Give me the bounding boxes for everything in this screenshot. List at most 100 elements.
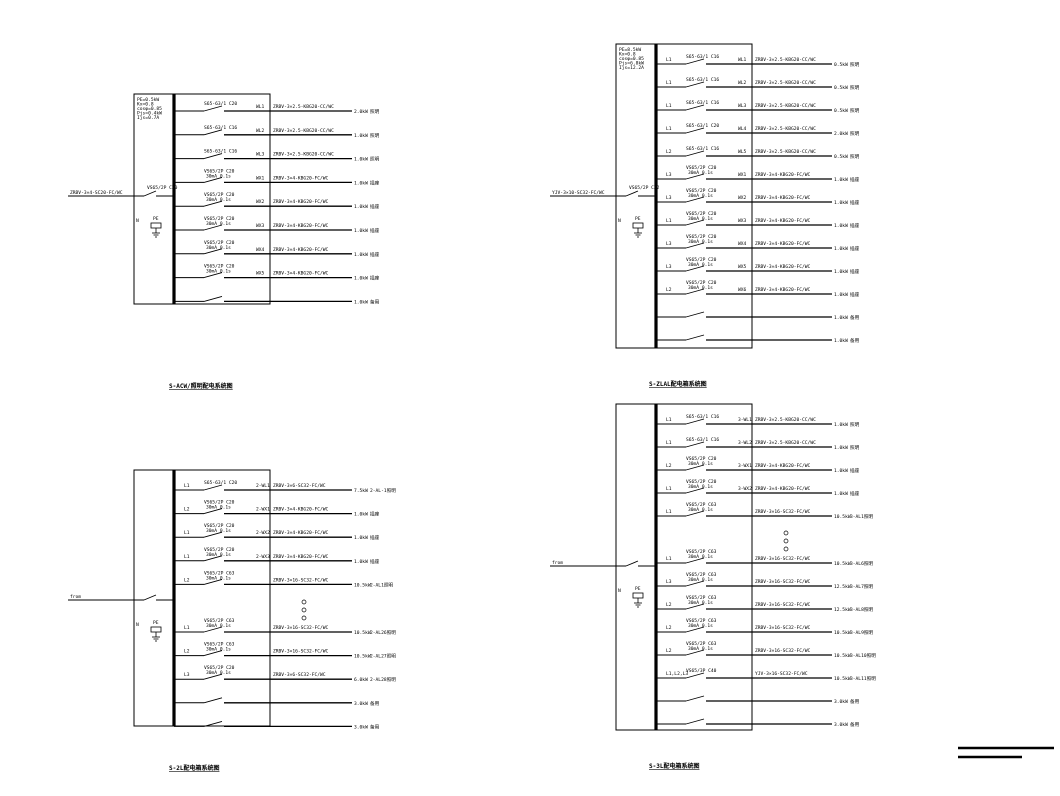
load-use: 照明 xyxy=(370,133,380,139)
load-use: 插座 xyxy=(370,534,380,541)
load-use: 插座 xyxy=(850,222,860,229)
phase-label: L2 xyxy=(666,625,672,631)
load-power: 3.0kW xyxy=(834,722,848,728)
cable-spec: ZRBV-3×4-KBG20-FC/WC xyxy=(273,554,329,560)
load-power: 7.5kW xyxy=(354,488,368,494)
pe-terminal xyxy=(150,222,162,229)
circuit-switch xyxy=(685,196,705,203)
load-use: 备用 xyxy=(370,723,380,730)
phase-label: L1 xyxy=(666,486,672,492)
cable-spec: ZRBV-3×16-SC32-FC/WC xyxy=(273,649,329,655)
phase-label: L1 xyxy=(184,554,190,560)
incoming-cable: from xyxy=(70,594,81,600)
cable-spec: ZRBV-3×2.5-KBG20-CC/WC xyxy=(273,128,334,134)
cable-spec: ZRBV-3×4-KBG20-FC/WC xyxy=(273,175,329,181)
circuit-switch xyxy=(685,219,705,226)
load-power: 1.0kW xyxy=(354,133,368,139)
cable-spec: ZRBV-3×2.5-KBG20-CC/WC xyxy=(755,80,816,86)
phase-label: L1 xyxy=(666,509,672,515)
load-use: 2-AL28照明 xyxy=(370,677,396,683)
box-note-line: PE=0.5kW xyxy=(137,97,159,103)
pe-label: PE xyxy=(635,216,641,222)
box-note-line: PE=8.5kW xyxy=(619,47,641,53)
circuit-id: WL1 xyxy=(256,104,265,110)
circuit-switch xyxy=(685,173,705,180)
incoming-breaker: VS65/2P C32 xyxy=(629,185,660,191)
load-use: 3-AL6照明 xyxy=(850,561,873,567)
rcd-spec: 30mA 0.1s xyxy=(688,554,713,560)
phase-label: L1 xyxy=(184,625,190,631)
load-use: 2-AL27照明 xyxy=(370,654,396,660)
box-note-line: Ijs=12.2A xyxy=(619,65,644,71)
circuit-switch xyxy=(203,105,223,112)
phase-label: L2 xyxy=(666,149,672,155)
pe-label: PE xyxy=(153,620,159,626)
circuit-switch xyxy=(685,311,705,318)
load-power: 0.5kW xyxy=(834,154,848,160)
incoming-cable: from xyxy=(552,560,563,566)
circuit-id: WX1 xyxy=(256,175,265,181)
circuit-switch xyxy=(685,464,705,471)
load-power: 0.5kW xyxy=(834,62,848,68)
circuit-id: WX2 xyxy=(256,199,265,205)
breaker-spec: VS65/2P C20 xyxy=(686,188,717,194)
load-use: 插座 xyxy=(370,251,380,258)
load-power: 1.0kW xyxy=(834,177,848,183)
load-use: 照明 xyxy=(850,422,860,428)
incoming-cable: ZRBV-3×4-SC20-FC/WC xyxy=(70,190,123,196)
phase-label: L3 xyxy=(666,579,672,585)
load-power: 3.0kW xyxy=(354,724,368,730)
load-power: 10.5kW xyxy=(834,514,851,520)
breaker-spec: VS65/2P C63 xyxy=(204,642,235,648)
circuit-id: 2-WX3 xyxy=(256,554,270,560)
load-use: 照明 xyxy=(850,445,860,451)
breaker-spec: VS65/2P C20 xyxy=(204,500,235,506)
circuit-switch xyxy=(685,288,705,295)
cable-spec: ZRBV-3×2.5-KBG20-CC/WC xyxy=(273,152,334,158)
load-power: 3.0kW xyxy=(354,701,368,707)
pe-label: PE xyxy=(153,216,159,222)
breaker-spec: S65-63/1 C16 xyxy=(686,100,719,106)
breaker-spec: S65-63/1 C16 xyxy=(686,77,719,83)
load-use: 插座 xyxy=(850,467,860,474)
cable-spec: ZRBV-3×2.5-KBG20-CC/WC xyxy=(755,57,816,63)
load-use: 2-AL1照明 xyxy=(370,582,393,588)
load-power: 1.0kW xyxy=(354,204,368,210)
rcd-spec: 30mA 0.1s xyxy=(688,216,713,222)
ellipsis-mark xyxy=(301,607,307,613)
breaker-spec: VS65/2P C63 xyxy=(204,570,235,576)
load-power: 1.0kW xyxy=(354,512,368,518)
rcd-spec: 30mA 0.1s xyxy=(688,623,713,629)
circuit-switch xyxy=(685,626,705,633)
circuit-switch xyxy=(685,487,705,494)
phase-label: L1 xyxy=(666,103,672,109)
incoming-switch xyxy=(143,594,157,601)
load-use: 插座 xyxy=(370,511,380,518)
load-power: 1.0kW xyxy=(834,223,848,229)
load-power: 1.0kW xyxy=(834,491,848,497)
phase-label: L1 xyxy=(666,57,672,63)
cable-spec: ZRBV-3×4-KBG20-FC/WC xyxy=(273,247,329,253)
circuit-switch xyxy=(203,272,223,279)
breaker-spec: VS65/2P C20 xyxy=(204,168,235,174)
load-use: 2-AL26照明 xyxy=(370,630,396,636)
cable-spec: ZRBV-3×16-SC32-FC/WC xyxy=(755,648,811,654)
breaker-spec: VS65/2P C20 xyxy=(686,165,717,171)
load-power: 1.0kW xyxy=(354,276,368,282)
